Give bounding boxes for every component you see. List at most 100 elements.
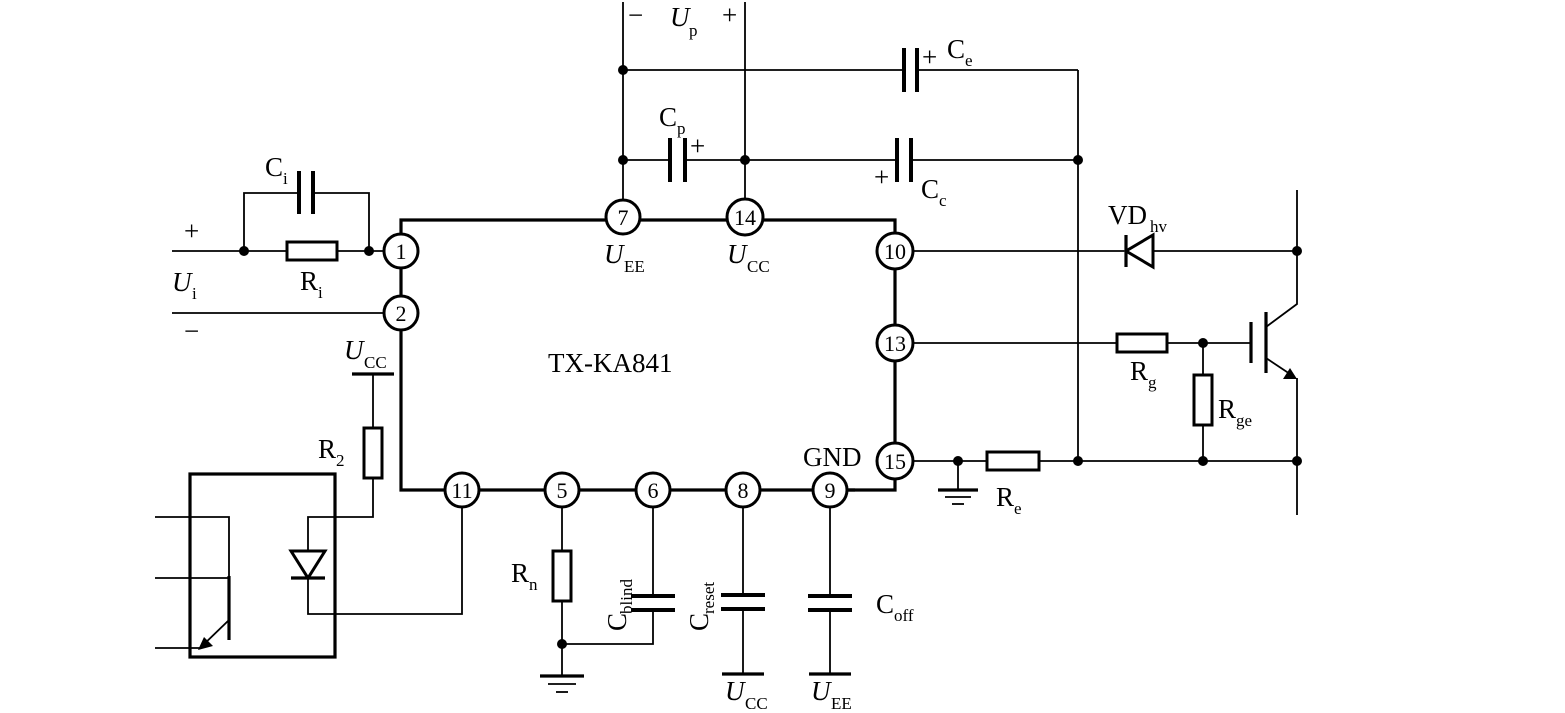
input-network: C i R i + U i − — [172, 152, 384, 346]
pin-5: 5 — [543, 471, 581, 509]
re-label-sub: e — [1014, 499, 1022, 518]
rn-label-sub: n — [529, 575, 538, 594]
pin-6-label: 6 — [648, 478, 659, 503]
rg-resistor — [1115, 332, 1169, 354]
optocoupler-network: U CC R 2 — [155, 335, 463, 659]
chip-top-edge — [399, 218, 897, 235]
ci-label-sub: i — [283, 169, 288, 188]
igbt-collector-lead — [1265, 190, 1298, 328]
uee-pin7-label: U — [604, 239, 625, 269]
ui-label: U — [172, 267, 193, 297]
pin-2-label: 2 — [396, 301, 407, 326]
opto-transistor-collector — [155, 516, 230, 580]
junction-ci-right — [364, 246, 374, 256]
rge-resistor — [1192, 373, 1214, 427]
cblind-label-sub: blind — [617, 579, 636, 614]
pin-1: 1 — [382, 232, 420, 270]
junction-ci-left — [239, 246, 249, 256]
ci-branch-left — [243, 192, 298, 251]
pin-10: 10 — [875, 231, 915, 271]
rn-resistor — [551, 549, 573, 603]
rge-label-sub: ge — [1236, 411, 1252, 430]
output-network: VD hv R g R ge R e — [913, 190, 1302, 518]
re-resistor — [985, 450, 1041, 472]
ci-label: C — [265, 152, 283, 182]
vdhv-label: VD — [1108, 200, 1147, 230]
pin-8-label: 8 — [738, 478, 749, 503]
pin-9: 9 — [811, 471, 849, 509]
creset-label-sub: reset — [699, 582, 718, 614]
igbt-emitter-arrow — [1283, 368, 1297, 379]
pin-13: 13 — [875, 323, 915, 363]
pin-6: 6 — [634, 471, 672, 509]
optocoupler-box — [188, 472, 337, 659]
chip-left-edge-b — [399, 330, 446, 492]
cblind-label: C — [602, 613, 632, 631]
up-plus-sign: + — [722, 0, 737, 30]
uee-bottom-label-sub: EE — [831, 694, 852, 713]
up-label-sub: p — [689, 21, 698, 40]
cc-label: C — [921, 174, 939, 204]
ucc-bottom-label-sub: CC — [745, 694, 768, 713]
ui-minus-sign: − — [184, 316, 199, 346]
ui-plus-sign: + — [184, 216, 199, 246]
pin-13-label: 13 — [884, 331, 906, 356]
ri-resistor — [285, 240, 339, 262]
junction-cc-right — [1073, 155, 1083, 165]
ucc-r2-label: U — [344, 335, 365, 365]
cc-plus-sign: + — [874, 162, 889, 192]
cp-plus-sign: + — [690, 131, 705, 161]
pin-14-label: 14 — [734, 205, 756, 230]
up-label: U — [670, 2, 691, 32]
vdhv-diode-triangle — [1123, 232, 1155, 270]
junction-collector — [1292, 246, 1302, 256]
coff-label-sub: off — [894, 606, 914, 625]
junction-ce-left — [618, 65, 628, 75]
pin-15-label: 15 — [884, 449, 906, 474]
ri-label: R — [300, 266, 318, 296]
r2-label: R — [318, 434, 336, 464]
pin-2: 2 — [382, 294, 420, 332]
ce-label-sub: e — [965, 51, 973, 70]
up-minus-sign: − — [628, 0, 643, 30]
chip-bottom-right-corner — [846, 478, 897, 492]
pin-9-label: 9 — [825, 478, 836, 503]
rg-label: R — [1130, 356, 1148, 386]
ucc-pin14-label: U — [727, 239, 748, 269]
cp-label-sub: p — [677, 119, 686, 138]
creset-label: C — [684, 613, 714, 631]
ucc-bottom-label: U — [725, 676, 746, 706]
ce-plus-sign: + — [922, 42, 937, 72]
ci-branch-right — [314, 192, 370, 251]
junction-emitter — [1292, 456, 1302, 466]
cp-label: C — [659, 102, 677, 132]
gnd-label: GND — [803, 442, 862, 472]
ce-label: C — [947, 34, 965, 64]
vdhv-label-sub: hv — [1150, 217, 1168, 236]
cc-label-sub: c — [939, 191, 947, 210]
opto-emitter-arrow — [198, 637, 213, 650]
opto-led-to-pin11 — [307, 507, 463, 615]
bottom-network: R n C blind C reset U CC C off U EE GN — [511, 442, 914, 713]
pin-15: 15 — [875, 441, 915, 481]
pin-7-label: 7 — [618, 205, 629, 230]
top-supply-network: − U p + + C e C p + + C c U EE U CC — [604, 0, 1083, 461]
pin-8: 8 — [724, 471, 762, 509]
r2-bottom-wire — [307, 478, 374, 550]
pin-10-label: 10 — [884, 239, 906, 264]
r2-resistor — [362, 426, 384, 480]
pin-14: 14 — [725, 197, 765, 237]
r2-label-sub: 2 — [336, 451, 345, 470]
pin-1-label: 1 — [396, 239, 407, 264]
rge-label: R — [1218, 394, 1236, 424]
junction-ce-re — [1073, 456, 1083, 466]
junction-rge-emitter — [1198, 456, 1208, 466]
junction-cp-left — [618, 155, 628, 165]
pin-11-label: 11 — [451, 478, 472, 503]
re-label: R — [996, 482, 1014, 512]
pin-5-label: 5 — [557, 478, 568, 503]
rg-label-sub: g — [1148, 373, 1157, 392]
ucc-pin14-label-sub: CC — [747, 257, 770, 276]
chip-name: TX-KA841 — [548, 348, 672, 378]
